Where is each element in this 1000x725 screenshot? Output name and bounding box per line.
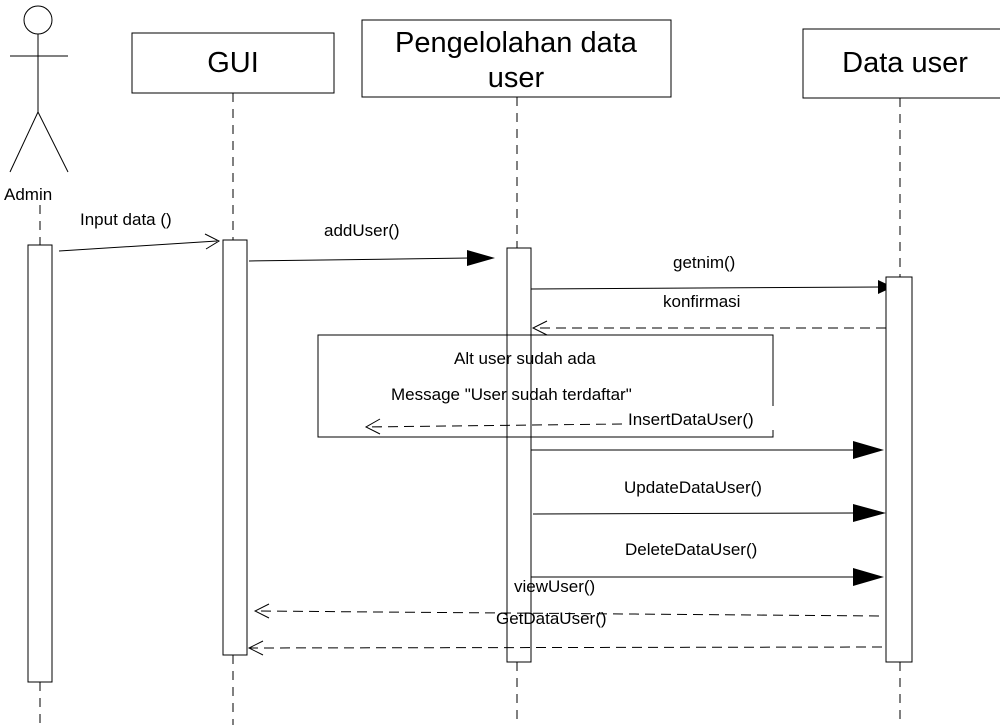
message-view-user-arrowhead-icon [253,603,270,619]
message-input-data-arrowhead-icon [204,233,221,250]
message-add-user-label: addUser() [324,221,400,240]
message-update-data-user: UpdateDataUser() [532,478,886,522]
message-get-data-user: GetDataUser() [247,609,883,656]
message-add-user: addUser() [248,221,495,266]
message-konfirmasi: konfirmasi [531,292,886,336]
message-insert-data-user-arrowhead-icon [853,441,884,459]
message-update-data-user-arrowhead-icon [853,504,886,522]
message-input-data: Input data () [58,210,221,252]
actor-left-leg [9,111,39,173]
alt-fragment-box [317,334,774,438]
lifelines-dashed [39,93,901,725]
message-view-user-line [254,610,880,617]
lifeline-pengelolahan-label-line1: Pengelolahan data [395,27,638,59]
message-get-data-user-label: GetDataUser() [496,609,607,628]
gui-activation-bar [222,239,248,656]
message-konfirmasi-arrowhead-icon [531,320,548,336]
lifeline-data-user-box [802,28,1000,99]
message-konfirmasi-label: konfirmasi [663,292,740,311]
alt-fragment: Alt user sudah ada Message "User sudah t… [317,334,774,438]
message-delete-data-user: DeleteDataUser() [531,540,884,586]
message-add-user-arrowhead-icon [467,250,495,266]
message-input-data-line [58,240,218,252]
message-insert-data-user-label: InsertDataUser() [628,410,754,429]
message-getnim-label: getnim() [673,253,735,272]
lifeline-gui: GUI [131,32,335,94]
data-user-activation-bar [885,276,913,663]
message-get-data-user-line [248,646,883,649]
alt-message-arrowhead-icon [364,418,381,435]
actor-head-icon [23,5,53,35]
lifeline-pengelolahan: Pengelolahan data user [361,19,672,98]
alt-fragment-message: Message "User sudah terdaftar" [391,385,632,404]
message-insert-data-user: InsertDataUser() [531,406,884,459]
alt-fragment-condition: Alt user sudah ada [454,349,596,368]
lifeline-gui-label: GUI [207,47,259,79]
message-insert-label-bg [626,406,786,430]
message-add-user-line [248,257,471,262]
lifeline-data-user-label: Data user [842,47,968,79]
message-update-data-user-line [532,512,857,515]
pengelolahan-activation-bar [506,247,532,663]
message-delete-data-user-arrowhead-icon [853,568,884,586]
message-getnim: getnim() [530,253,893,294]
message-delete-data-user-label: DeleteDataUser() [625,540,757,559]
lifeline-gui-box [131,32,335,94]
actor-label: Admin [4,185,52,204]
message-view-user: viewUser() [253,577,880,619]
message-input-data-label: Input data () [80,210,172,229]
actor-right-leg [37,111,69,173]
lifeline-data-user: Data user [802,28,1000,99]
message-view-user-label: viewUser() [514,577,595,596]
lifeline-pengelolahan-box [361,19,672,98]
admin-actor: Admin [4,5,69,204]
message-get-data-user-arrowhead-icon [247,640,264,656]
admin-activation-bar [27,244,53,683]
alt-message-arrow-line [365,423,623,428]
message-getnim-line [530,286,883,290]
message-update-data-user-label: UpdateDataUser() [624,478,762,497]
lifeline-pengelolahan-label-line2: user [488,62,545,94]
